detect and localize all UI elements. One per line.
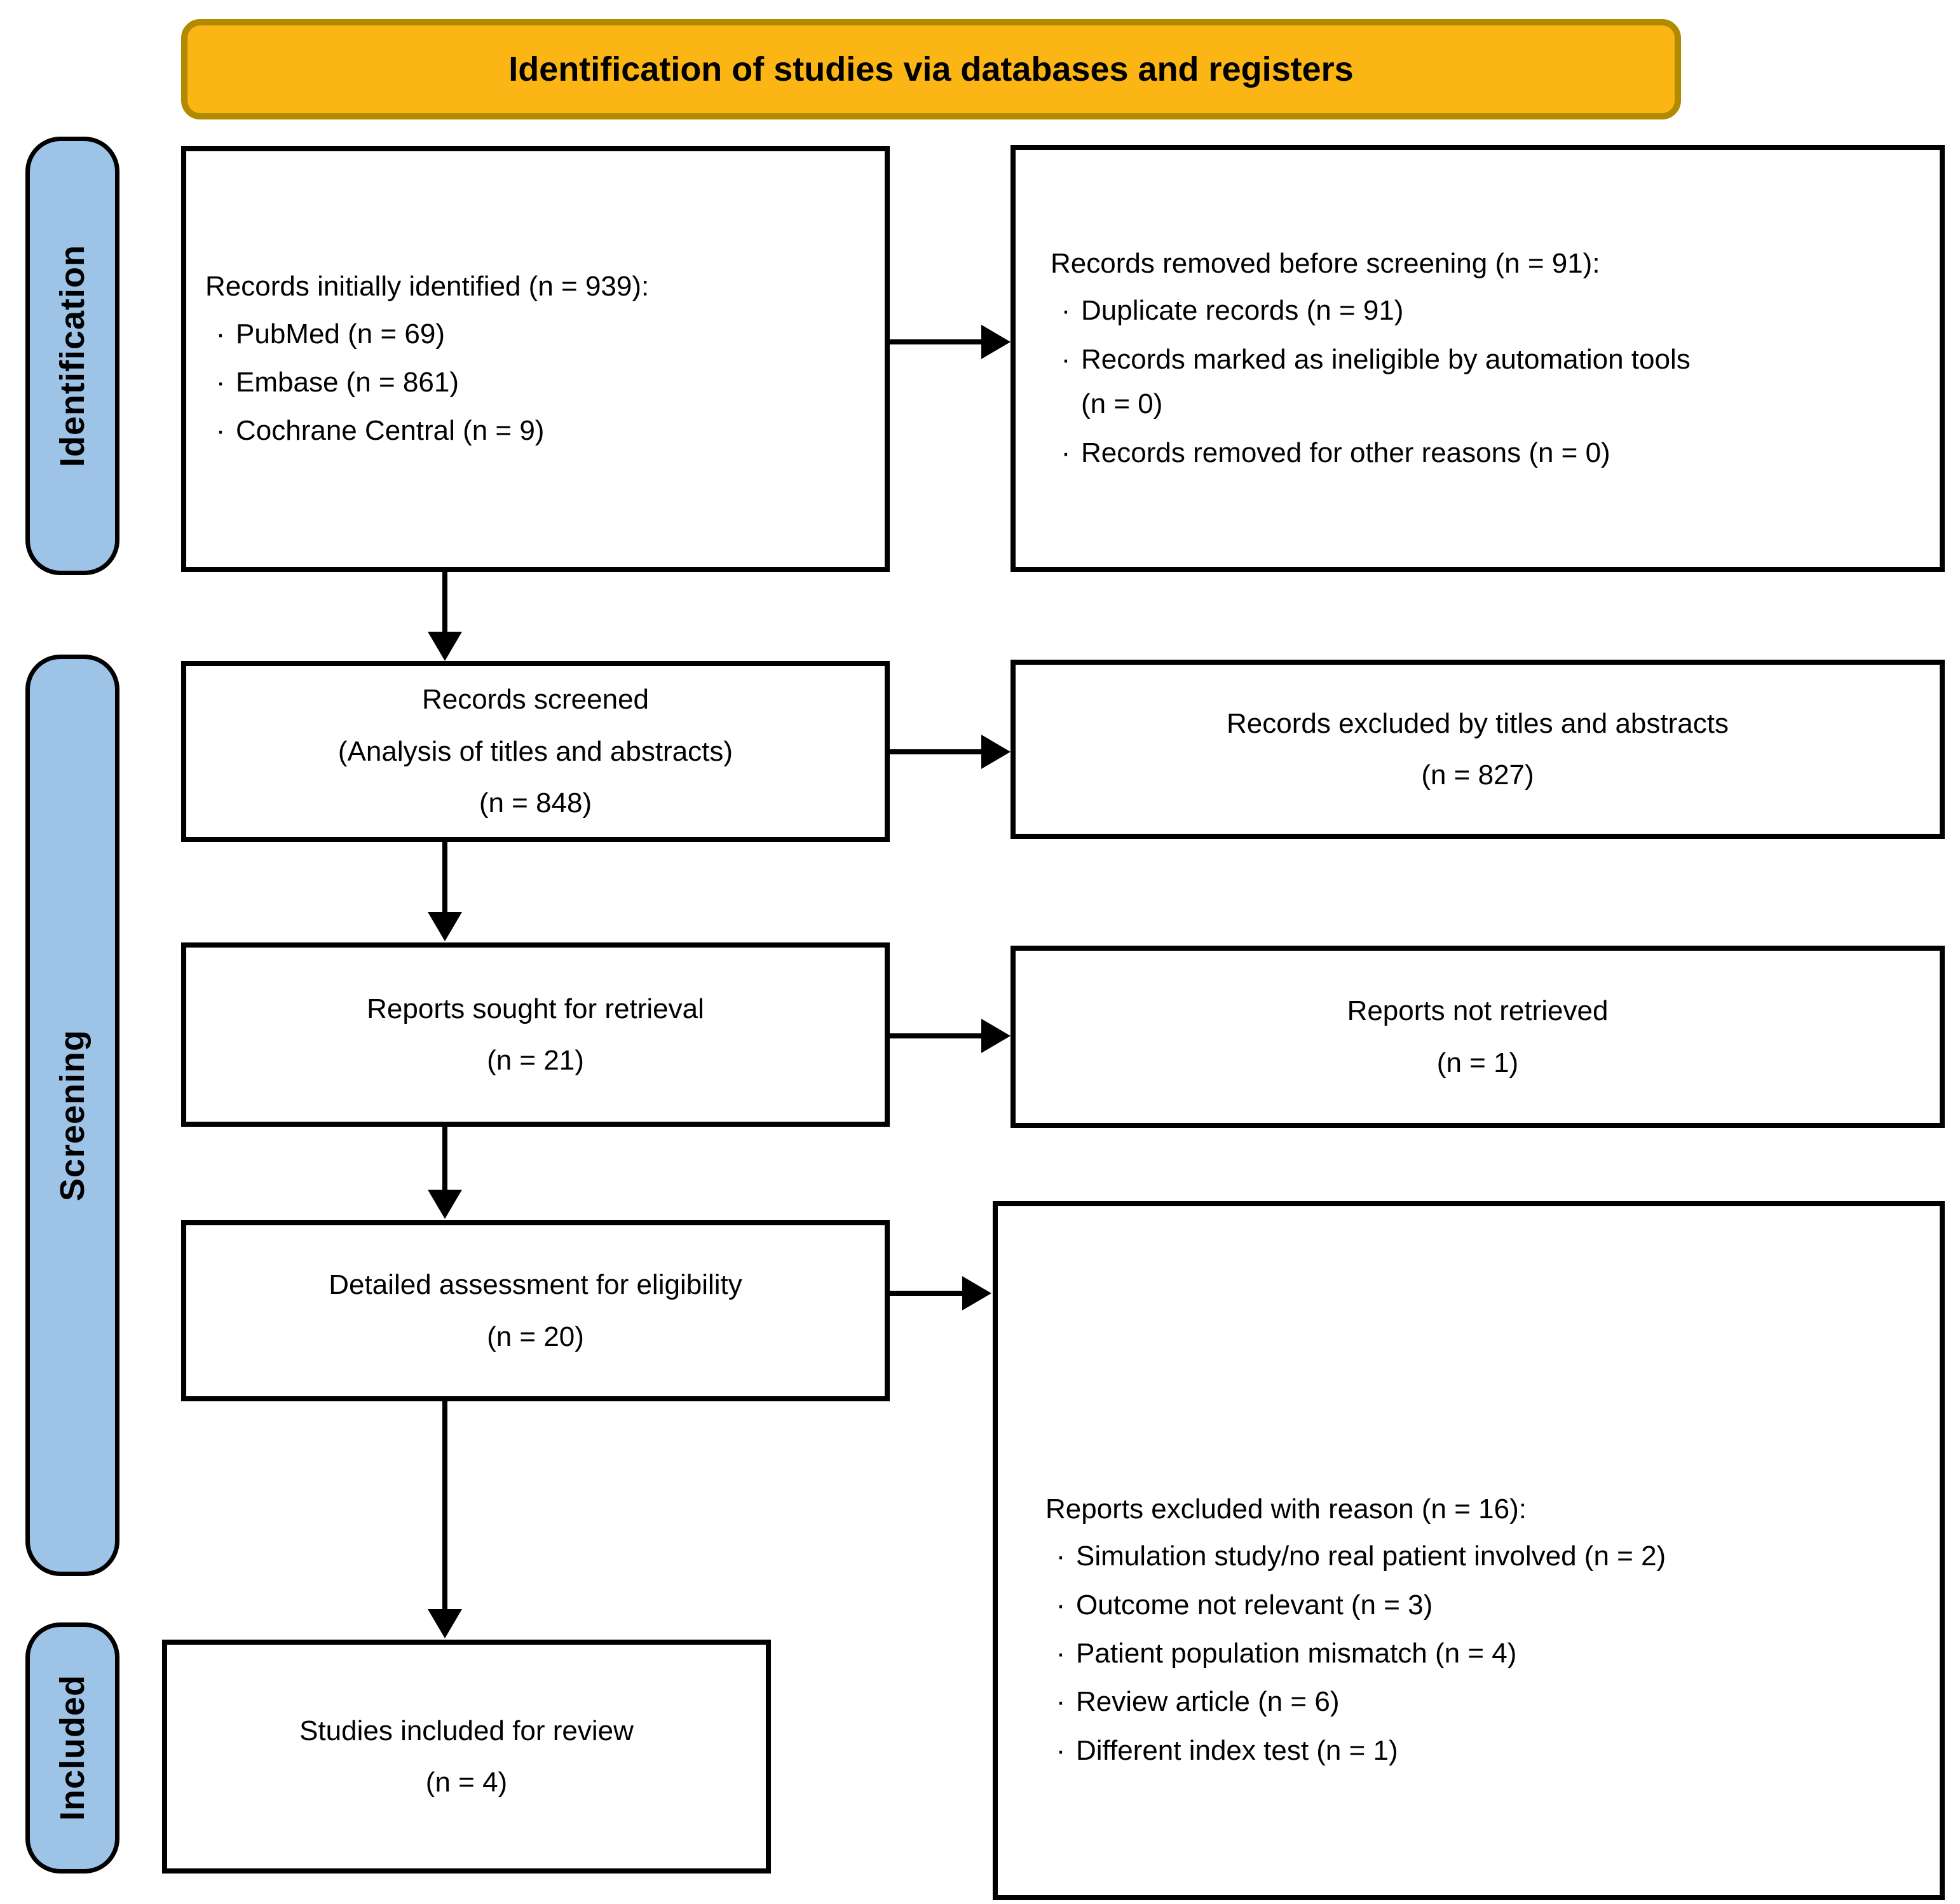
box-reports-sought-line: (n = 21) (487, 1045, 584, 1076)
stage-label-included: Included (53, 1675, 92, 1821)
box-records-screened-line: Records screened (421, 684, 650, 716)
box-records-identified-bullets: · PubMed (n = 69) · Embase (n = 861) · Coch… (205, 312, 545, 454)
bullet-icon: · (1056, 1540, 1066, 1572)
list-item: · Duplicate records (n = 91) (1051, 289, 1717, 333)
list-item: · PubMed (n = 69) (205, 312, 544, 357)
stage-bar-included: Included (25, 1622, 119, 1873)
box-studies-included-line: (n = 4) (425, 1767, 508, 1798)
bullet-icon: · (215, 415, 226, 447)
box-detailed-assessment-line: Detailed assessment for eligibility (329, 1269, 742, 1301)
bullet-icon: · (1056, 1589, 1066, 1621)
box-records-removed-title: Records removed before screening (n = 91… (1051, 248, 1600, 280)
box-detailed-assessment: Detailed assessment for eligibility (n =… (181, 1220, 890, 1401)
bullet-icon: · (215, 367, 226, 398)
list-item: · Outcome not relevant (n = 3) (1045, 1583, 1666, 1628)
stage-label-identification: Identification (53, 245, 92, 467)
bullet-icon: · (215, 318, 226, 350)
box-studies-included: Studies included for review (n = 4) (162, 1640, 771, 1873)
list-item: · Different index test (n = 1) (1045, 1729, 1666, 1773)
bullet-icon: · (1056, 1638, 1066, 1669)
box-studies-included-line: Studies included for review (299, 1715, 634, 1746)
list-item: · Review article (n = 6) (1045, 1680, 1666, 1724)
list-item-text: Simulation study/no real patient involve… (1076, 1540, 1666, 1572)
bullet-icon: · (1061, 295, 1071, 327)
list-item: · Cochrane Central (n = 9) (205, 409, 545, 453)
box-reports-excluded-reason-bullets: · Simulation study/no real patient involv… (1045, 1534, 1666, 1773)
box-records-removed: Records removed before screening (n = 91… (1011, 145, 1945, 572)
box-records-excluded-titles-line: Records excluded by titles and abstracts (1227, 707, 1729, 739)
list-item-text: Records marked as ineligible by automati… (1081, 343, 1691, 420)
box-reports-excluded-reason-title: Reports excluded with reason (n = 16): (1045, 1493, 1527, 1525)
box-reports-excluded-reason: Reports excluded with reason (n = 16): ·… (993, 1201, 1945, 1900)
list-item-text: Outcome not relevant (n = 3) (1076, 1589, 1433, 1621)
box-records-screened-line: (Analysis of titles and abstracts) (337, 735, 733, 767)
box-reports-not-retrieved-line: Reports not retrieved (1347, 995, 1609, 1027)
list-item-text: Patient population mismatch (n = 4) (1076, 1638, 1517, 1669)
stage-bar-screening: Screening (25, 655, 119, 1576)
box-records-identified: Records initially identified (n = 939): … (181, 146, 890, 572)
list-item-text: Duplicate records (n = 91) (1081, 295, 1404, 327)
list-item-text: Records removed for other reasons (n = 0… (1081, 437, 1610, 468)
stage-bar-identification: Identification (25, 137, 119, 575)
list-item: · Patient population mismatch (n = 4) (1045, 1631, 1666, 1676)
banner-title: Identification of studies via databases … (181, 19, 1681, 119)
bullet-icon: · (1056, 1686, 1066, 1718)
list-item-text: Cochrane Central (n = 9) (236, 415, 545, 447)
box-records-screened: Records screened (Analysis of titles and… (181, 661, 890, 842)
box-records-screened-line: (n = 848) (479, 787, 592, 819)
box-records-excluded-titles-line: (n = 827) (1421, 759, 1534, 791)
box-records-identified-title: Records initially identified (n = 939): (205, 271, 650, 303)
bullet-icon: · (1056, 1734, 1066, 1766)
box-records-removed-bullets: · Duplicate records (n = 91) · Records mar… (1051, 289, 1717, 475)
box-reports-not-retrieved: Reports not retrieved (n = 1) (1011, 946, 1945, 1128)
list-item-text: Different index test (n = 1) (1076, 1734, 1398, 1766)
list-item-text: Review article (n = 6) (1076, 1686, 1340, 1718)
list-item: · Embase (n = 861) (205, 360, 544, 405)
box-records-excluded-titles: Records excluded by titles and abstracts… (1011, 660, 1945, 839)
list-item: · Records marked as ineligible by automat… (1051, 337, 1717, 427)
box-reports-not-retrieved-line: (n = 1) (1436, 1047, 1519, 1078)
list-item-text: PubMed (n = 69) (236, 318, 445, 350)
box-detailed-assessment-line: (n = 20) (487, 1321, 584, 1352)
box-reports-sought-line: Reports sought for retrieval (367, 993, 704, 1024)
list-item: · Records removed for other reasons (n = … (1051, 431, 1717, 475)
stage-label-screening: Screening (53, 1029, 92, 1202)
bullet-icon: · (1061, 343, 1071, 375)
box-reports-sought: Reports sought for retrieval (n = 21) (181, 942, 890, 1127)
list-item: · Simulation study/no real patient involv… (1045, 1534, 1666, 1579)
list-item-text: Embase (n = 861) (236, 367, 459, 398)
bullet-icon: · (1061, 437, 1071, 468)
